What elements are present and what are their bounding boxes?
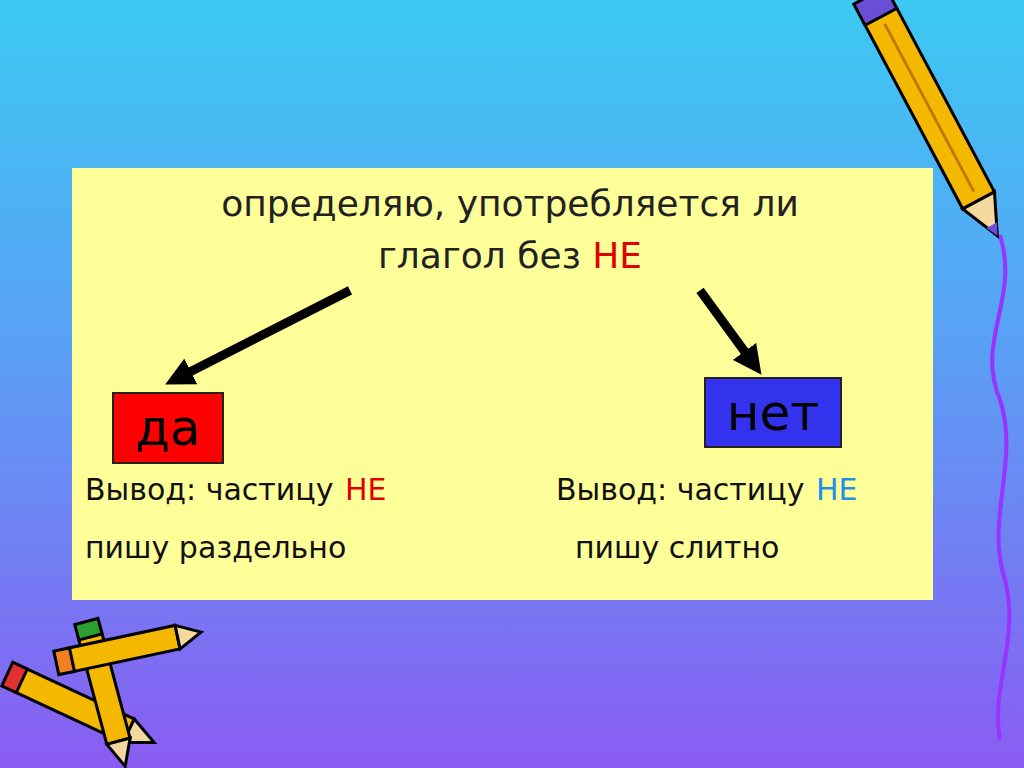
ne-particle: НЕ [345,472,387,507]
question-text: определяю, употребляется ли глагол без [221,183,799,276]
wavy-line [992,235,1009,740]
arrow [178,290,350,378]
arrow [700,290,753,363]
ne-particle: НЕ [816,472,858,507]
answer-box: да [112,392,224,464]
pencil [54,620,204,674]
answer-yes: да [135,399,200,457]
conclusion-text: Вывод: частицу [85,472,333,507]
pencil [2,662,160,754]
answer-box: нет [704,377,842,448]
ne-particle: НЕ [592,235,642,276]
conclusion-text: пишу раздельно [85,530,346,565]
conclusion-text: пишу слитно [575,530,779,565]
question-node: определяю, употребляется ли глагол без Н… [170,178,850,282]
conclusion-text: Вывод: частицу [556,472,804,507]
answer-no: нет [727,384,820,442]
